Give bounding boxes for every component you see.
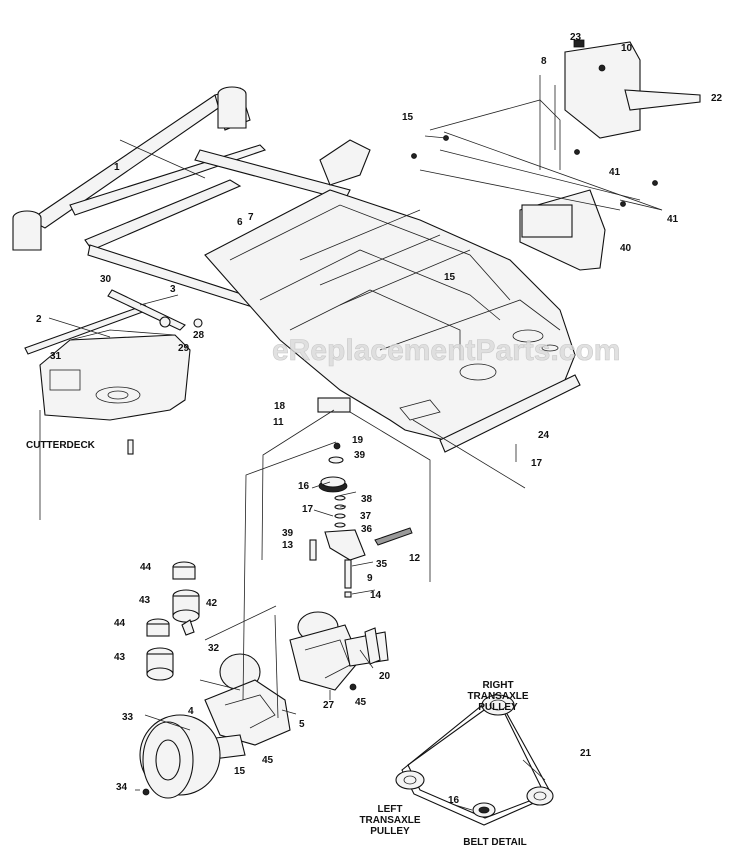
part-number-labels: 1 2 3 4 5 6 7 8 9 10 11 12 13 14 15 15 1… <box>36 32 723 806</box>
part-label: 23 <box>570 32 582 43</box>
part-label: 38 <box>361 494 373 505</box>
part-label: 41 <box>609 167 621 178</box>
caption-left-pulley-line-2: TRANSAXLE <box>359 815 420 826</box>
idler-pulley-stack <box>309 397 413 598</box>
part-label: 12 <box>409 553 421 564</box>
part-label: 18 <box>274 401 286 412</box>
leader-lines <box>39 75 663 811</box>
part-label: 6 <box>237 217 243 228</box>
caption-right-pulley-line-2: TRANSAXLE <box>467 691 528 702</box>
part-label: 34 <box>116 782 128 793</box>
part-label: 15 <box>444 272 456 283</box>
part-label: 39 <box>282 528 294 539</box>
part-label: 37 <box>360 511 372 522</box>
part-label: 44 <box>114 618 126 629</box>
caption-right-pulley-line-3: PULLEY <box>478 702 518 713</box>
part-label: 17 <box>531 458 543 469</box>
part-label: 22 <box>711 93 723 104</box>
caption-right-pulley-line-1: RIGHT <box>482 680 513 691</box>
part-label: 45 <box>355 697 367 708</box>
fuel-tank-assembly <box>411 39 701 271</box>
part-label: 3 <box>170 284 176 295</box>
left-transaxle <box>139 561 291 799</box>
part-label: 15 <box>402 112 414 123</box>
part-label: 35 <box>376 559 388 570</box>
part-label: 39 <box>354 450 366 461</box>
part-label: 10 <box>621 43 633 54</box>
part-label: 29 <box>178 343 190 354</box>
belt-detail <box>395 693 554 826</box>
part-label: 13 <box>282 540 294 551</box>
part-label: 31 <box>50 351 62 362</box>
caption-cutterdeck: CUTTERDECK <box>26 440 96 451</box>
part-label: 43 <box>114 652 126 663</box>
part-label: 7 <box>248 212 254 223</box>
part-label: 21 <box>580 748 592 759</box>
right-transaxle <box>289 611 389 691</box>
part-label: 16 <box>448 795 460 806</box>
part-label: 16 <box>298 481 310 492</box>
caption-belt-detail: BELT DETAIL <box>463 837 527 848</box>
caption-left-pulley-line-1: LEFT <box>378 804 403 815</box>
part-label: 43 <box>139 595 151 606</box>
part-label: 33 <box>122 712 134 723</box>
part-label: 11 <box>273 417 284 428</box>
part-label: 4 <box>188 706 194 717</box>
watermark: eReplacementParts.com <box>272 334 621 367</box>
part-label: 14 <box>370 590 382 601</box>
part-label: 24 <box>538 430 550 441</box>
part-label: 41 <box>667 214 679 225</box>
part-label: 1 <box>114 162 120 173</box>
part-label: 9 <box>367 573 373 584</box>
part-label: 36 <box>361 524 373 535</box>
caption-left-pulley-line-3: PULLEY <box>370 826 410 837</box>
cutterdeck <box>24 289 203 455</box>
part-label: 32 <box>208 643 220 654</box>
part-label: 17 <box>302 504 314 515</box>
part-label: 15 <box>234 766 246 777</box>
part-label: 5 <box>299 719 305 730</box>
part-label: 28 <box>193 330 205 341</box>
part-label: 44 <box>140 562 152 573</box>
part-label: 20 <box>379 671 391 682</box>
part-label: 45 <box>262 755 274 766</box>
part-label: 27 <box>323 700 335 711</box>
main-frame <box>12 86 581 453</box>
part-label: 40 <box>620 243 632 254</box>
part-label: 8 <box>541 56 547 67</box>
part-label: 19 <box>352 435 364 446</box>
part-label: 2 <box>36 314 42 325</box>
part-label: 42 <box>206 598 218 609</box>
part-label: 30 <box>100 274 112 285</box>
